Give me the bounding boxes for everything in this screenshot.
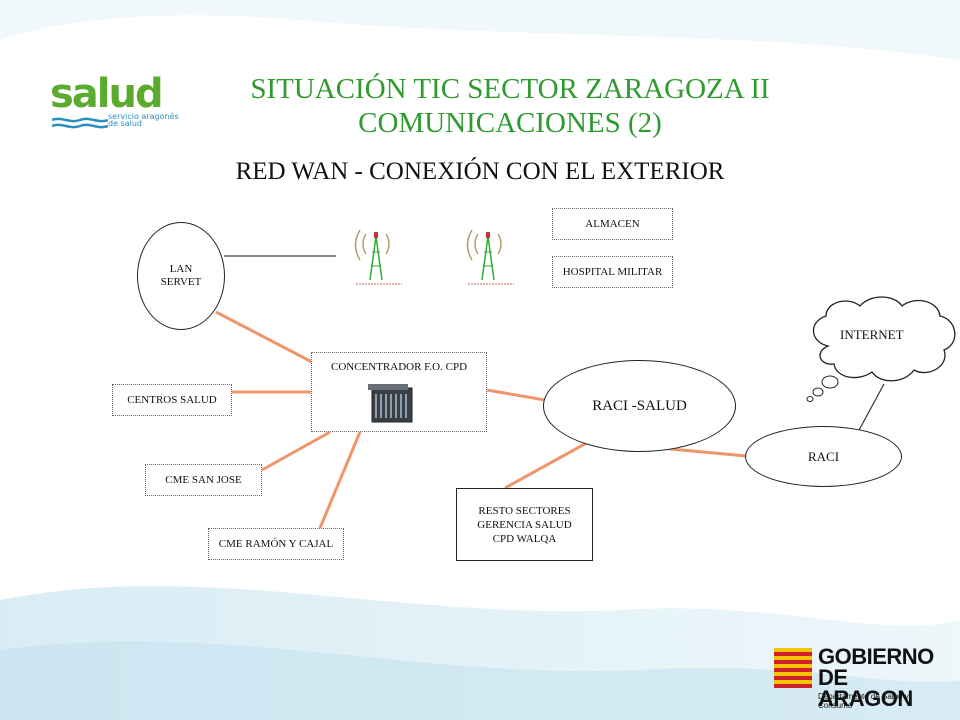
- node-almacen: ALMACEN: [552, 208, 673, 240]
- link-concentrador-raci-salud: [486, 388, 546, 402]
- lan-servet-line-1: LAN: [169, 263, 193, 275]
- concentrador-label: CONCENTRADOR F.O. CPD: [330, 361, 468, 373]
- node-raci: RACI: [745, 426, 902, 487]
- node-hospital-militar: HOSPITAL MILITAR: [552, 256, 673, 288]
- salud-logo: salud servicio aragonés de salud: [50, 74, 180, 134]
- link-sanjose-concentrador: [261, 430, 331, 472]
- internet-cloud-icon: [806, 296, 956, 402]
- salud-logo-tagline-1: servicio aragonés: [108, 112, 179, 121]
- page-title: SITUACIÓN TIC SECTOR ZARAGOZA II COMUNIC…: [180, 72, 840, 140]
- link-lan-concentrador: [215, 310, 313, 364]
- lan-servet-line-2: SERVET: [160, 276, 202, 288]
- page-subtitle: RED WAN - CONEXIÓN CON EL EXTERIOR: [235, 158, 725, 185]
- gobierno-text: GOBIERNO DE ARAGON: [818, 644, 944, 711]
- node-resto-sectores: RESTO SECTORES GERENCIA SALUD CPD WALQA: [456, 488, 593, 561]
- node-lan-servet: LAN SERVET: [137, 222, 225, 330]
- internet-label: INTERNET: [840, 327, 904, 342]
- resto-line-1: RESTO SECTORES: [478, 504, 571, 517]
- gobierno-line-2: DE ARAGON: [818, 665, 913, 711]
- resto-line-2: GERENCIA SALUD: [477, 518, 572, 531]
- node-raci-salud: RACI -SALUD: [543, 360, 736, 452]
- link-resto-raci-salud: [504, 438, 593, 490]
- link-ramon-concentrador: [318, 431, 362, 529]
- salud-waves-icon: [52, 117, 108, 129]
- salud-logo-word: salud: [50, 71, 164, 117]
- node-cme-ramon-cajal: CME RAMÓN Y CAJAL: [208, 528, 344, 560]
- node-cme-san-jose: CME SAN JOSE: [145, 464, 262, 496]
- gobierno-aragon-logo: GOBIERNO DE ARAGON Departamento de Salud…: [774, 644, 944, 711]
- gobierno-line-1: GOBIERNO: [818, 644, 934, 669]
- node-centros-salud: CENTROS SALUD: [112, 384, 232, 416]
- antenna-tower-icon: [466, 229, 514, 285]
- aragon-flag-icon: [774, 648, 812, 688]
- resto-line-3: CPD WALQA: [492, 532, 557, 545]
- salud-logo-tagline-2: de salud: [108, 119, 142, 128]
- link-raci-salud-raci: [659, 446, 747, 458]
- title-line-1: SITUACIÓN TIC SECTOR ZARAGOZA II: [250, 73, 770, 105]
- antenna-tower-icon: [354, 229, 402, 285]
- gobierno-dept: Departamento de Salud y Consumo: [818, 692, 909, 710]
- server-rack-icon: [368, 384, 413, 423]
- title-line-2: COMUNICACIONES (2): [358, 107, 662, 139]
- link-raci-internet: [857, 383, 885, 433]
